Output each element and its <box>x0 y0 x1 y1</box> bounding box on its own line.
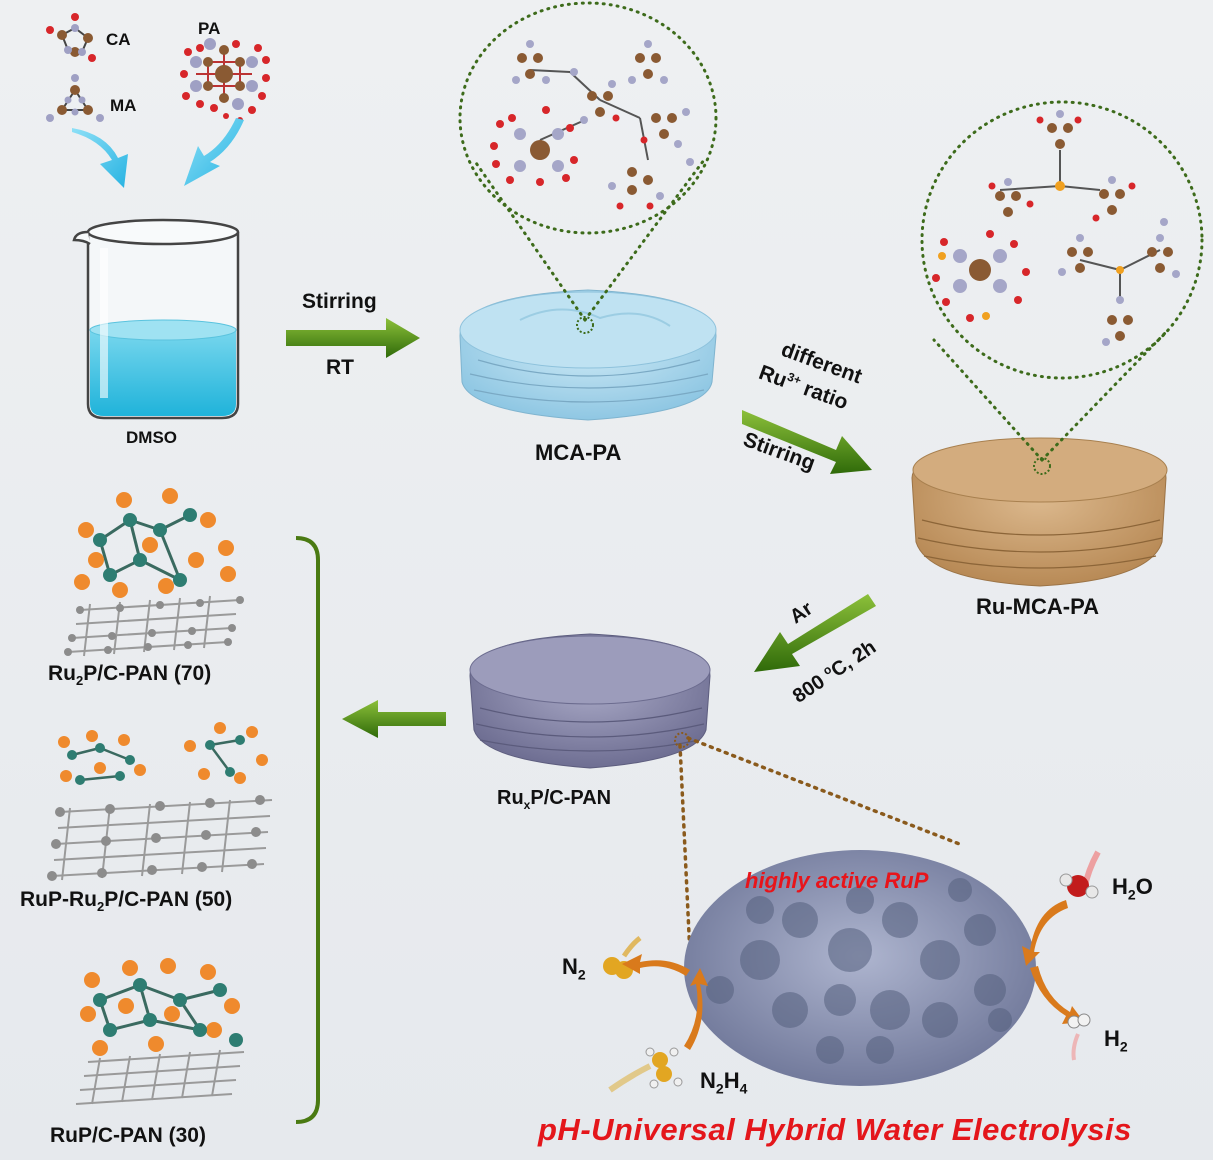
arrow-n2-out <box>622 954 690 976</box>
magnifier-mca-pa <box>458 1 718 322</box>
label-ca: CA <box>106 30 131 49</box>
arrow-pyrolysis <box>754 594 876 672</box>
label-pa: PA <box>198 19 221 38</box>
mca-pa-molecular-network <box>490 40 694 210</box>
disc-mca-pa <box>459 289 717 421</box>
label-mca-pa: MCA-PA <box>535 440 622 465</box>
label-highly-active: highly active RuP <box>745 868 929 893</box>
label-n2h4: N2H4 <box>700 1068 748 1097</box>
hydrazine-molecule-icon <box>608 1047 683 1093</box>
water-molecule-icon <box>1059 850 1101 899</box>
bottom-title: pH-Universal Hybrid Water Electrolysis <box>538 1112 1132 1147</box>
cyan-arrow-left <box>72 128 128 188</box>
arrow-h2-out <box>1030 966 1084 1024</box>
arrow-water-in <box>1022 900 1068 966</box>
cyan-arrow-right <box>184 118 244 186</box>
arrow-ru-ratio <box>742 410 872 474</box>
label-h2: H2 <box>1104 1026 1128 1055</box>
label-ru2p-c-pan: Ru2P/C-PAN (70) <box>48 662 212 689</box>
label-rux-p-c-pan: RuxP/C-PAN <box>497 787 612 812</box>
graphene-icon <box>51 799 273 881</box>
label-rup-c-pan: RuP/C-PAN (30) <box>50 1124 206 1147</box>
magnifier-tem <box>678 736 964 957</box>
graphene-icon <box>75 1049 245 1105</box>
label-h2o: H2O <box>1112 874 1153 903</box>
disc-ru-mca-pa <box>911 437 1168 587</box>
label-stirring-1: Stirring <box>302 290 377 313</box>
beaker-icon <box>72 218 240 420</box>
structure-rup <box>75 958 245 1105</box>
label-ma: MA <box>110 96 137 115</box>
magnifier-ru-mca-pa <box>920 100 1204 462</box>
disc-rux-p-c-pan <box>469 633 711 769</box>
arrow-stirring-rt <box>286 318 420 358</box>
graphene-icon <box>67 595 241 657</box>
label-dmso: DMSO <box>126 428 177 447</box>
bracket-icon <box>295 536 320 1124</box>
arrow-to-products <box>342 700 446 738</box>
structure-ru2p <box>64 488 244 657</box>
label-n2: N2 <box>562 954 586 983</box>
label-rt: RT <box>326 356 354 379</box>
tem-image <box>684 850 1036 1086</box>
molecule-ma-icon <box>46 74 104 122</box>
label-rup-ru2p-c-pan: RuP-Ru2P/C-PAN (50) <box>20 888 233 915</box>
ru-mca-pa-molecular-network <box>932 110 1180 346</box>
molecule-pa-icon <box>180 38 270 123</box>
arrow-n2h4-in <box>684 968 708 1050</box>
molecule-ca-icon <box>46 13 96 62</box>
hydrogen-molecule-icon <box>1067 1013 1091 1061</box>
structure-rup-ru2p <box>47 722 273 881</box>
label-ru-mca-pa: Ru-MCA-PA <box>976 594 1100 619</box>
